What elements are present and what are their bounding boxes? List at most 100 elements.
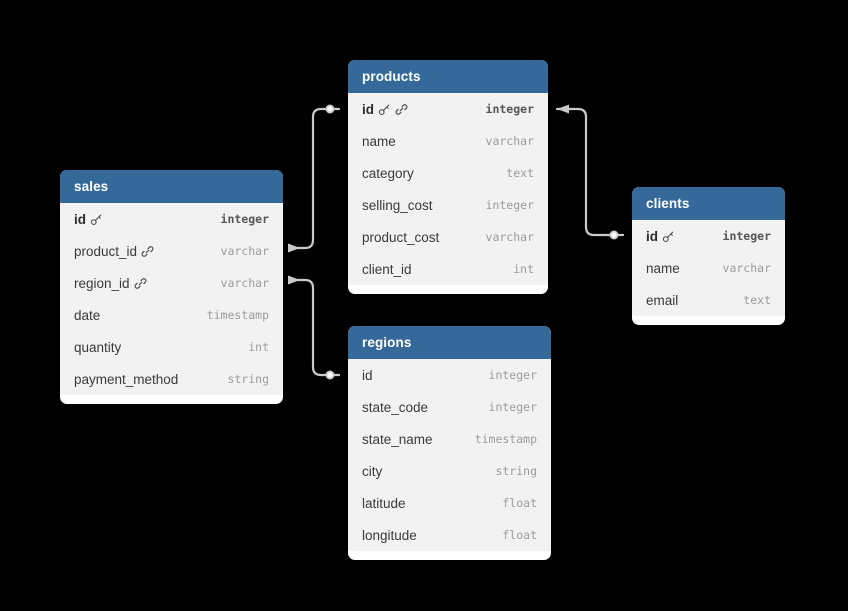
field-type: string — [227, 372, 269, 386]
table-header-clients[interactable]: clients — [632, 187, 785, 220]
field-name-wrap: name — [362, 134, 396, 149]
field-name-wrap: quantity — [74, 340, 121, 355]
field-type: timestamp — [474, 432, 537, 446]
field-row[interactable]: name varchar — [348, 125, 548, 157]
field-row[interactable]: date timestamp — [60, 299, 283, 331]
field-type: int — [513, 262, 534, 276]
field-row[interactable]: city string — [348, 455, 551, 487]
field-name: state_name — [362, 431, 433, 447]
field-name-wrap: email — [646, 293, 678, 308]
link-icon — [141, 245, 154, 258]
field-name: client_id — [362, 261, 412, 277]
table-body-clients: id integer name varchar email text — [632, 220, 785, 325]
field-name: id — [74, 211, 86, 227]
field-name: email — [646, 292, 679, 308]
field-row[interactable]: client_id int — [348, 253, 548, 285]
table-header-products[interactable]: products — [348, 60, 548, 93]
field-row[interactable]: email text — [632, 284, 785, 316]
field-type: float — [502, 496, 537, 510]
field-row[interactable]: id integer — [632, 220, 785, 252]
field-type: timestamp — [206, 308, 269, 322]
edge-sales-product_id-products-id — [287, 104, 341, 253]
field-name: latitude — [362, 495, 406, 511]
field-row[interactable]: id integer — [60, 203, 283, 235]
field-name-wrap: id — [74, 212, 103, 227]
field-row[interactable]: payment_method string — [60, 363, 283, 395]
table-card-regions[interactable]: regions id integer state_code integer state_n… — [348, 326, 551, 560]
link-icon — [134, 277, 147, 290]
field-name-wrap: category — [362, 166, 414, 181]
field-name-wrap: state_name — [362, 432, 433, 447]
field-type: varchar — [722, 261, 771, 275]
field-name-wrap: id — [362, 368, 373, 383]
field-name-wrap: client_id — [362, 262, 412, 277]
field-row[interactable]: quantity int — [60, 331, 283, 363]
key-icon — [662, 230, 675, 243]
field-row[interactable]: category text — [348, 157, 548, 189]
field-name: name — [362, 133, 396, 149]
field-name-wrap: state_code — [362, 400, 428, 415]
field-type: varchar — [220, 276, 269, 290]
field-name-wrap: date — [74, 308, 100, 323]
field-row[interactable]: id integer — [348, 93, 548, 125]
table-title: products — [362, 69, 421, 84]
field-icons — [134, 277, 147, 290]
field-type: int — [248, 340, 269, 354]
field-row[interactable]: state_name timestamp — [348, 423, 551, 455]
field-row[interactable]: id integer — [348, 359, 551, 391]
table-header-regions[interactable]: regions — [348, 326, 551, 359]
link-icon — [395, 103, 408, 116]
table-card-products[interactable]: products id integer name varchar category text… — [348, 60, 548, 294]
field-type: integer — [220, 212, 269, 226]
field-name-wrap: product_id — [74, 244, 154, 259]
field-row[interactable]: state_code integer — [348, 391, 551, 423]
table-header-sales[interactable]: sales — [60, 170, 283, 203]
field-icons — [378, 103, 408, 116]
field-name-wrap: name — [646, 261, 680, 276]
table-title: sales — [74, 179, 109, 194]
field-type: integer — [488, 400, 537, 414]
field-name: longitude — [362, 527, 417, 543]
field-icons — [90, 213, 103, 226]
table-title: regions — [362, 335, 412, 350]
field-type: varchar — [485, 134, 534, 148]
field-type: integer — [485, 102, 534, 116]
field-name: city — [362, 463, 383, 479]
field-name: product_cost — [362, 229, 440, 245]
table-body-products: id integer name varchar category text selling_… — [348, 93, 548, 294]
field-name-wrap: id — [646, 229, 675, 244]
field-name-wrap: product_cost — [362, 230, 439, 245]
field-name: name — [646, 260, 680, 276]
field-type: string — [495, 464, 537, 478]
field-type: text — [506, 166, 534, 180]
field-type: varchar — [220, 244, 269, 258]
table-title: clients — [646, 196, 690, 211]
field-type: text — [743, 293, 771, 307]
field-name: id — [646, 228, 658, 244]
field-row[interactable]: latitude float — [348, 487, 551, 519]
field-type: integer — [722, 229, 771, 243]
field-row[interactable]: region_id varchar — [60, 267, 283, 299]
field-icons — [141, 245, 154, 258]
key-icon — [378, 103, 391, 116]
table-card-clients[interactable]: clients id integer name varchar email text — [632, 187, 785, 325]
field-name-wrap: region_id — [74, 276, 147, 291]
field-row[interactable]: name varchar — [632, 252, 785, 284]
field-name-wrap: payment_method — [74, 372, 178, 387]
field-name: payment_method — [74, 371, 179, 387]
field-name: id — [362, 101, 374, 117]
field-name: id — [362, 367, 373, 383]
field-name: category — [362, 165, 414, 181]
field-name: date — [74, 307, 101, 323]
field-row[interactable]: product_id varchar — [60, 235, 283, 267]
edge-products-id-clients-id — [555, 104, 625, 240]
field-type: integer — [485, 198, 534, 212]
field-type: integer — [488, 368, 537, 382]
field-name: state_code — [362, 399, 429, 415]
